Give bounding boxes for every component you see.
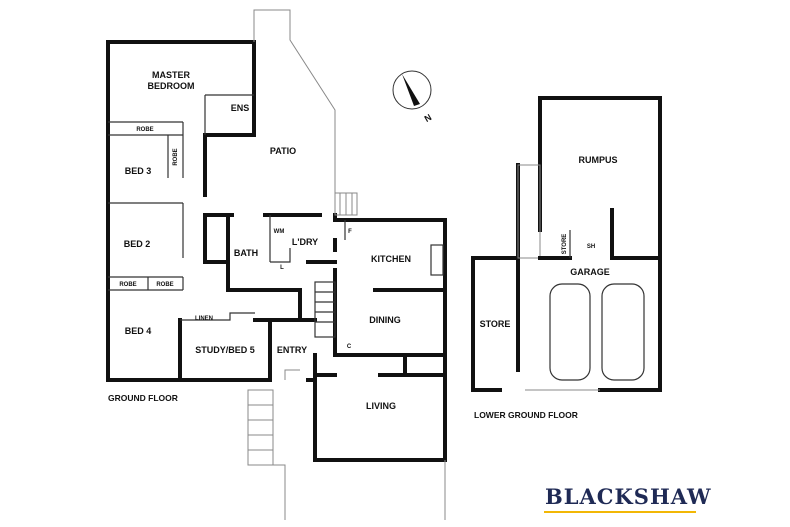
room-robe: ROBE [156, 282, 173, 288]
car-icon [601, 283, 645, 381]
room-robe: ROBE [119, 282, 136, 288]
room-laundry: L'DRY [292, 237, 318, 247]
room-bath: BATH [234, 248, 258, 258]
room-rumpus: RUMPUS [578, 155, 617, 165]
room-study: STUDY/BED 5 [195, 345, 255, 355]
compass-icon: N [392, 70, 434, 124]
room-bed-4: BED 4 [125, 326, 152, 336]
room-garage: GARAGE [570, 267, 610, 277]
ground-floor-caption: GROUND FLOOR [108, 393, 178, 403]
room-store: STORE [480, 319, 511, 329]
room-c: C [347, 344, 352, 350]
room-dining: DINING [369, 315, 401, 325]
room-entry: ENTRY [277, 345, 307, 355]
room-f: F [348, 229, 352, 235]
room-robe: ROBE [136, 127, 153, 133]
room-patio: PATIO [270, 146, 296, 156]
room-wm: WM [274, 229, 285, 235]
room-linen: LINEN [195, 316, 213, 322]
room-robe: ROBE [173, 148, 179, 165]
car-icon [549, 283, 591, 381]
lower-ground-labels: RUMPUS STORE SH GARAGE STORE LOWER GROUN… [474, 155, 618, 420]
ground-floor-walls [106, 9, 447, 520]
room-master-bedroom-2: BEDROOM [148, 81, 195, 91]
room-ens: ENS [231, 103, 250, 113]
ground-floor-labels: MASTER BEDROOM ENS ROBE ROBE BED 3 PATIO… [108, 70, 411, 411]
room-store-small: STORE [562, 234, 568, 255]
blackshaw-logo: BLACKSHAW [545, 484, 712, 509]
room-bed-3: BED 3 [125, 166, 152, 176]
room-bed-2: BED 2 [124, 239, 151, 249]
lower-ground-walls [471, 96, 662, 392]
room-l: L [280, 265, 284, 271]
room-living: LIVING [366, 401, 396, 411]
svg-text:N: N [423, 112, 434, 124]
lower-ground-caption: LOWER GROUND FLOOR [474, 410, 578, 420]
logo-underline [544, 511, 696, 513]
room-kitchen: KITCHEN [371, 254, 411, 264]
stairs [247, 192, 446, 520]
room-master-bedroom: MASTER [152, 70, 191, 80]
room-sh: SH [587, 244, 595, 250]
